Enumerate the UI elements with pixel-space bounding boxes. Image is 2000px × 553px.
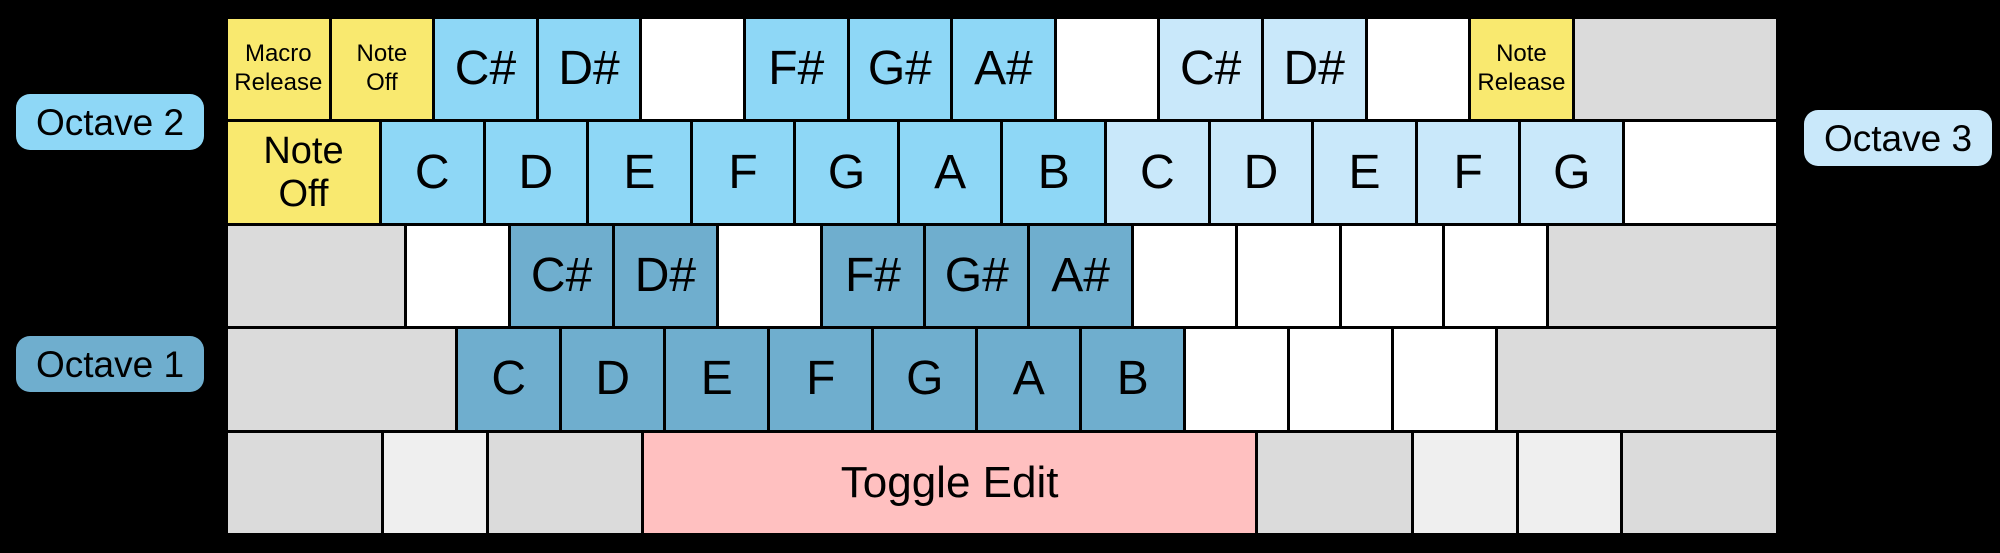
key-grave-macro-release: Macro Release (228, 19, 329, 120)
key-n-a-octave1: A (978, 329, 1080, 430)
keyboard-row-bottom: Toggle Edit (228, 432, 1776, 534)
key-7-asharp-octave2: A# (953, 19, 1054, 120)
key-k-blank (1133, 225, 1235, 327)
key-lshift-blank (228, 329, 456, 430)
key-e-e-octave2: E (589, 122, 690, 223)
key-lwin-blank (383, 432, 486, 534)
key-j-asharp-octave1: A# (1030, 225, 1131, 327)
key-y-a-octave2: A (899, 122, 1001, 223)
key-h-gsharp-octave1: G# (926, 225, 1028, 327)
key-backspace-blank (1574, 19, 1776, 120)
key-rshift-blank (1498, 329, 1776, 430)
key-0-dsharp-octave3: D# (1263, 19, 1365, 120)
key-tab-note-off: Note Off (228, 122, 379, 223)
keyboard-row-home: C# D# F# G# A# (228, 225, 1776, 327)
key-5-fsharp-octave2: F# (745, 19, 847, 120)
key-9-csharp-octave3: C# (1160, 19, 1261, 120)
key-r-f-octave2: F (692, 122, 794, 223)
key-a-blank (407, 225, 509, 327)
key-b-g-octave1: G (874, 329, 976, 430)
key-ralt-blank (1258, 432, 1411, 534)
key-quote-blank (1445, 225, 1547, 327)
key-comma-blank (1186, 329, 1288, 430)
octave-2-label: Octave 2 (16, 94, 205, 150)
key-m-b-octave1: B (1082, 329, 1184, 430)
key-t-g-octave2: G (796, 122, 897, 223)
key-space-toggle-edit: Toggle Edit (644, 432, 1255, 534)
key-lctrl-blank (228, 432, 381, 534)
key-rbracket-g-octave3: G (1521, 122, 1623, 223)
key-period-blank (1290, 329, 1392, 430)
key-3-dsharp-octave2: D# (538, 19, 640, 120)
key-g-fsharp-octave1: F# (822, 225, 924, 327)
octave-1-label: Octave 1 (16, 336, 205, 392)
key-i-c-octave3: C (1107, 122, 1208, 223)
key-8-blank (1056, 19, 1158, 120)
key-s-csharp-octave1: C# (511, 225, 612, 327)
key-d-dsharp-octave1: D# (615, 225, 716, 327)
key-4-blank (642, 19, 743, 120)
key-menu-blank (1518, 432, 1621, 534)
keyboard-row-qwerty: Note Off C D E F G A B C D E F G (228, 122, 1776, 223)
key-6-gsharp-octave2: G# (849, 19, 951, 120)
key-q-c-octave2: C (381, 122, 483, 223)
key-p-e-octave3: E (1314, 122, 1415, 223)
key-f-blank (718, 225, 820, 327)
key-rwin-blank (1413, 432, 1516, 534)
key-lbracket-f-octave3: F (1417, 122, 1519, 223)
key-z-c-octave1: C (458, 329, 560, 430)
key-semicolon-blank (1341, 225, 1443, 327)
key-2-csharp-octave2: C# (435, 19, 536, 120)
key-x-d-octave1: D (562, 329, 664, 430)
key-slash-blank (1394, 329, 1496, 430)
key-backslash-blank (1625, 122, 1776, 223)
key-rctrl-blank (1623, 432, 1776, 534)
key-o-d-octave3: D (1210, 122, 1312, 223)
keyboard: Macro Release Note Off C# D# F# G# A# C#… (225, 16, 1779, 536)
key-u-b-octave2: B (1003, 122, 1105, 223)
key-v-f-octave1: F (770, 329, 872, 430)
key-c-e-octave1: E (666, 329, 768, 430)
key-1-note-off: Note Off (331, 19, 433, 120)
octave-3-label: Octave 3 (1804, 110, 1993, 166)
key-enter-blank (1549, 225, 1776, 327)
key-minus-blank (1367, 19, 1469, 120)
keyboard-row-numbers: Macro Release Note Off C# D# F# G# A# C#… (228, 19, 1776, 120)
key-equals-note-release: Note Release (1471, 19, 1572, 120)
key-l-blank (1237, 225, 1339, 327)
key-w-d-octave2: D (485, 122, 587, 223)
key-lalt-blank (488, 432, 642, 534)
keyboard-row-zxcv: C D E F G A B (228, 329, 1776, 430)
key-capslock-blank (228, 225, 405, 327)
